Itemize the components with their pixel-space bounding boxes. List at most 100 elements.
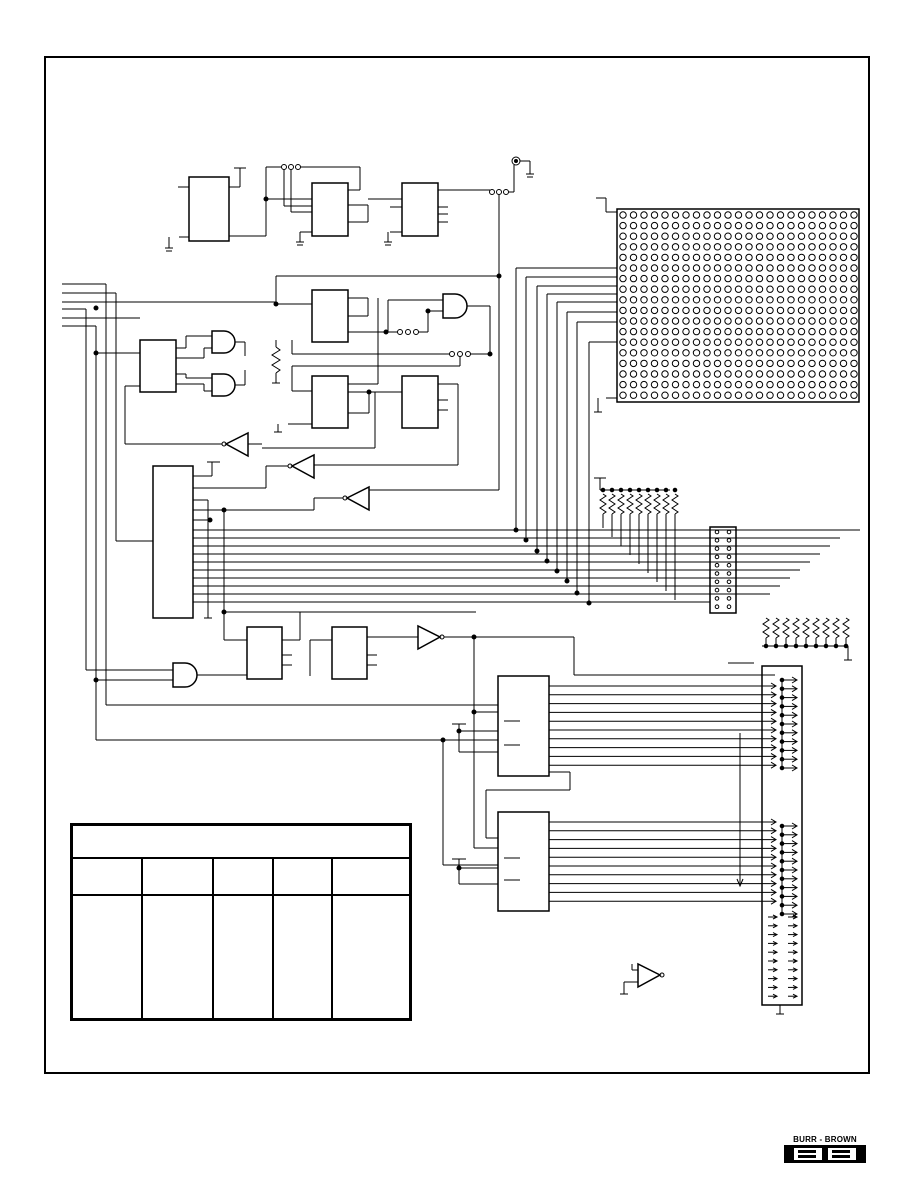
led-cell	[755, 221, 764, 230]
led-cell	[797, 232, 806, 240]
inverter-3	[345, 485, 370, 512]
clock-section	[165, 156, 534, 490]
flip-flop-5	[401, 375, 439, 429]
diagram-frame	[44, 56, 870, 1074]
junction-dot	[627, 487, 633, 493]
led-cell	[671, 327, 680, 336]
led-cell	[619, 285, 627, 293]
led-cell	[766, 285, 774, 293]
led-cell	[682, 359, 690, 368]
resistor	[626, 493, 634, 515]
led-cell	[850, 338, 858, 346]
led-cell	[661, 232, 669, 240]
led-cell	[650, 370, 659, 378]
resistor	[671, 493, 679, 515]
led-cell	[734, 338, 743, 346]
connector-header	[709, 526, 737, 614]
led-cell	[682, 349, 690, 357]
led-cell	[787, 338, 795, 346]
led-cell	[776, 253, 785, 262]
led-cell	[713, 327, 722, 336]
led-cell	[766, 221, 774, 230]
led-cell	[629, 327, 638, 336]
led-cell	[776, 232, 785, 240]
led-cell	[640, 264, 648, 272]
junction-dot	[600, 487, 606, 493]
led-cell	[629, 380, 638, 389]
led-cell	[839, 285, 848, 293]
led-cell	[808, 232, 816, 240]
led-cell	[650, 285, 659, 293]
led-cell	[755, 349, 764, 357]
led-cell	[692, 338, 701, 346]
led-cell	[713, 221, 722, 230]
led-cell	[829, 274, 837, 283]
truth-table-column-divider	[212, 859, 214, 1018]
logo-wordmark: BURR - BROWN	[793, 1135, 857, 1144]
led-cell	[755, 391, 764, 399]
resistor	[608, 493, 616, 515]
led-cell	[787, 232, 795, 240]
led-cell	[682, 211, 690, 219]
led-cell	[776, 296, 785, 304]
led-cell	[713, 296, 722, 304]
led-cell	[682, 370, 690, 378]
led-cell	[692, 211, 701, 219]
connector-pin	[726, 562, 732, 568]
led-cell	[640, 243, 648, 251]
led-cell	[839, 380, 848, 389]
led-cell	[619, 296, 627, 304]
led-cell	[776, 317, 785, 325]
led-cell	[829, 370, 837, 378]
led-cell	[808, 338, 816, 346]
led-cell	[766, 232, 774, 240]
led-cell	[850, 391, 858, 399]
led-cell	[808, 274, 816, 283]
inverter-1	[224, 431, 249, 458]
led-cell	[829, 253, 837, 262]
led-cell	[671, 232, 680, 240]
led-cell	[671, 253, 680, 262]
led-cell	[787, 296, 795, 304]
connector-pin	[726, 546, 732, 551]
led-cell	[755, 232, 764, 240]
led-cell	[650, 296, 659, 304]
led-cell	[692, 359, 701, 368]
led-cell	[703, 296, 711, 304]
connector-pin	[714, 538, 720, 543]
led-cell	[671, 296, 680, 304]
led-cell	[766, 264, 774, 272]
led-cell	[724, 349, 732, 357]
resistor	[782, 617, 790, 639]
counter-section	[152, 461, 860, 641]
led-cell	[839, 338, 848, 346]
led-cell	[640, 327, 648, 336]
counter-ic	[152, 465, 194, 619]
connector-pin	[726, 571, 732, 576]
led-cell	[650, 380, 659, 389]
truth-table-column-divider	[272, 859, 274, 1018]
led-cell	[797, 285, 806, 293]
led-cell	[829, 221, 837, 230]
flip-flop-7	[331, 626, 368, 680]
led-cell	[724, 296, 732, 304]
led-cell	[787, 253, 795, 262]
led-cell	[808, 285, 816, 293]
connector-pin	[714, 562, 720, 568]
led-cell	[839, 211, 848, 219]
led-cell	[692, 380, 701, 389]
led-cell	[682, 285, 690, 293]
led-cell	[776, 211, 785, 219]
resistor	[772, 617, 780, 639]
led-cell	[745, 243, 753, 251]
inverter-2	[290, 453, 315, 480]
led-cell	[640, 349, 648, 357]
connector-pin	[714, 571, 720, 576]
led-cell	[703, 285, 711, 293]
resistor	[792, 617, 800, 639]
led-cell	[776, 380, 785, 389]
led-cell	[766, 338, 774, 346]
led-cell	[818, 327, 827, 336]
led-cell	[671, 359, 680, 368]
led-cell	[839, 274, 848, 283]
